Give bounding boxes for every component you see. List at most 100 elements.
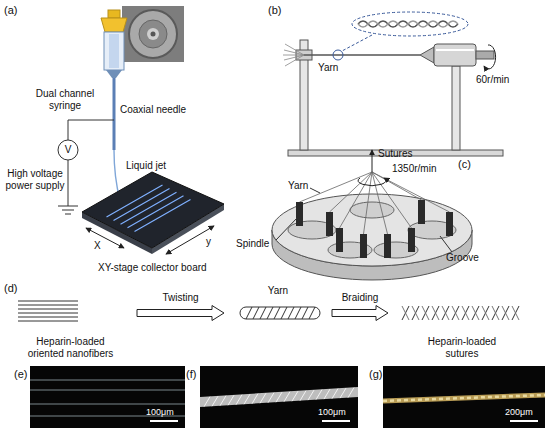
caption-text: Heparin-loaded sutures (417, 336, 507, 360)
motor-highlight (436, 49, 474, 51)
syringe-inner (109, 34, 119, 68)
panel-letter: (a) (4, 4, 17, 16)
illustration-node: Yarn (228, 285, 328, 325)
step-label: Braiding (342, 292, 379, 304)
scale-label: 200μm (505, 406, 533, 418)
voltmeter-symbol (58, 140, 78, 160)
spindle-symbol (408, 228, 415, 252)
syringe-tip (106, 70, 122, 78)
axis-arrow (86, 228, 124, 248)
scale-label: 100μm (146, 406, 174, 418)
needle-photo-ring (139, 20, 167, 48)
spindle-symbol (326, 212, 333, 236)
suture-braid (383, 395, 545, 401)
part-label: Dual channel syringe (30, 88, 100, 112)
caption-text: Heparin-loaded oriented nanofibers (21, 336, 121, 360)
scale-bar (510, 420, 538, 422)
zoom-leader (342, 35, 372, 51)
collector-board (82, 172, 224, 248)
axis-label: y (206, 236, 211, 248)
part-label: Groove (446, 252, 479, 264)
illustration-node: Heparin-loaded sutures (392, 296, 532, 360)
yarn-line (304, 54, 420, 56)
spindle-symbol (418, 200, 425, 224)
zoom-ellipse (352, 12, 468, 36)
scale-label: 100μm (318, 406, 346, 418)
yarn-photo (200, 387, 358, 407)
coaxial-needle (113, 78, 116, 150)
suture-photo (383, 395, 545, 401)
twisted-strand (358, 21, 458, 27)
suture-braid (402, 306, 519, 320)
panel-letter: (b) (268, 4, 281, 16)
panel-letter: (e) (14, 368, 27, 380)
spindle-symbol (336, 228, 343, 252)
motor-body (434, 44, 476, 66)
machine-disk (272, 194, 472, 266)
part-label: Sutures (378, 148, 412, 160)
zoom-circle (333, 50, 343, 60)
twisted-strand (358, 21, 458, 27)
process-arrow (332, 306, 388, 321)
part-label: Liquid jet (126, 160, 166, 172)
wire (68, 160, 69, 206)
part-label: Spindle (236, 238, 269, 250)
needle-photo (122, 6, 184, 62)
motor-cone (420, 47, 434, 63)
syringe-cap (101, 18, 127, 32)
symbol-label: V (63, 144, 73, 156)
panel-letter: (d) (4, 282, 17, 294)
leader-line (310, 188, 320, 193)
groove (350, 202, 394, 218)
spindle-symbol (384, 234, 391, 258)
panel-letter: (c) (458, 158, 471, 170)
syringe-body (104, 32, 124, 70)
yarn-drawing (240, 307, 320, 319)
motor-shaft (476, 51, 494, 59)
syringe-knob (108, 10, 120, 18)
micrograph (383, 366, 545, 428)
part-label: High voltage power supply (2, 168, 68, 192)
rotation-arrow (484, 45, 496, 69)
part-label: Coaxial needle (120, 104, 186, 116)
spindle-symbol (296, 202, 303, 226)
part-label: Yarn (288, 180, 308, 192)
wire (68, 120, 114, 140)
leader-line (276, 218, 297, 240)
process-arrow (137, 306, 224, 321)
part-label: Yarn (318, 62, 338, 74)
needle-photo-core (147, 28, 159, 40)
illustration-node: Heparin-loaded oriented nanofibers (8, 296, 133, 360)
needle-photo-core (151, 32, 156, 37)
spindle-symbol (446, 212, 453, 236)
loose-fibers (283, 44, 304, 66)
caption-text: Yarn (233, 285, 323, 297)
part-label: XY-stage collector board (98, 262, 207, 274)
spindle-symbol (360, 234, 367, 258)
speed-label: 1350r/min (392, 163, 436, 175)
ground-symbol (62, 210, 74, 211)
step-label: Twisting (162, 292, 198, 304)
axis-label: X (94, 240, 101, 252)
rig-post (452, 66, 460, 150)
suture-braid (402, 306, 519, 320)
ground-symbol (58, 206, 78, 207)
yarn-line (300, 172, 450, 234)
scale-bar (322, 420, 350, 422)
panel-letter: (f) (186, 368, 196, 380)
yarn-twist (204, 388, 354, 407)
yarn-twist (246, 307, 315, 319)
scale-bar (150, 420, 178, 422)
leader-line (440, 236, 452, 252)
micrograph (200, 366, 358, 428)
collected-fibers (107, 185, 191, 231)
suture-arrow (372, 150, 373, 172)
axis-arrow (166, 226, 214, 254)
ground-symbol (65, 214, 71, 215)
micrograph (30, 366, 185, 428)
speed-label: 60r/min (476, 74, 509, 86)
needle-photo-ring (129, 10, 177, 58)
